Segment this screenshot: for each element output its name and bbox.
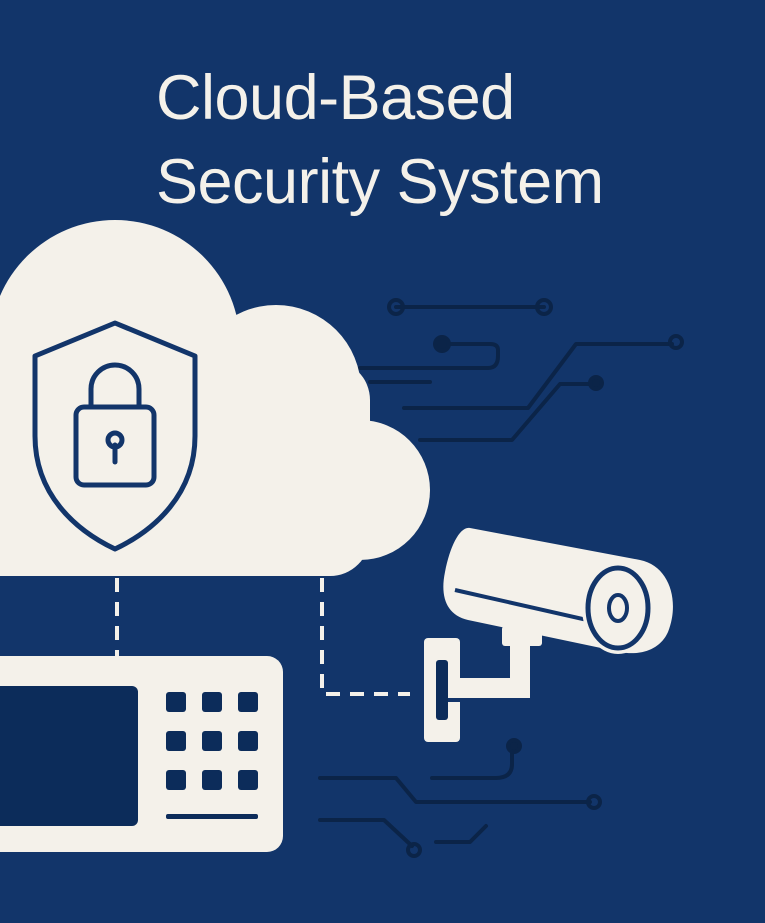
title-line-2: Security System — [156, 147, 604, 217]
circuit-lines-icon — [318, 298, 684, 858]
keypad-buttons — [166, 692, 258, 819]
title-line-1: Cloud-Based — [156, 63, 515, 133]
cloud-icon — [0, 220, 430, 576]
panel-screen — [0, 686, 138, 826]
page-title: Cloud-Based Security System — [156, 56, 604, 224]
dashed-connectors — [115, 578, 410, 696]
security-camera-icon — [424, 527, 673, 742]
keypad-panel-icon — [0, 656, 283, 852]
padlock-icon — [73, 362, 157, 488]
shield-icon — [32, 320, 198, 552]
